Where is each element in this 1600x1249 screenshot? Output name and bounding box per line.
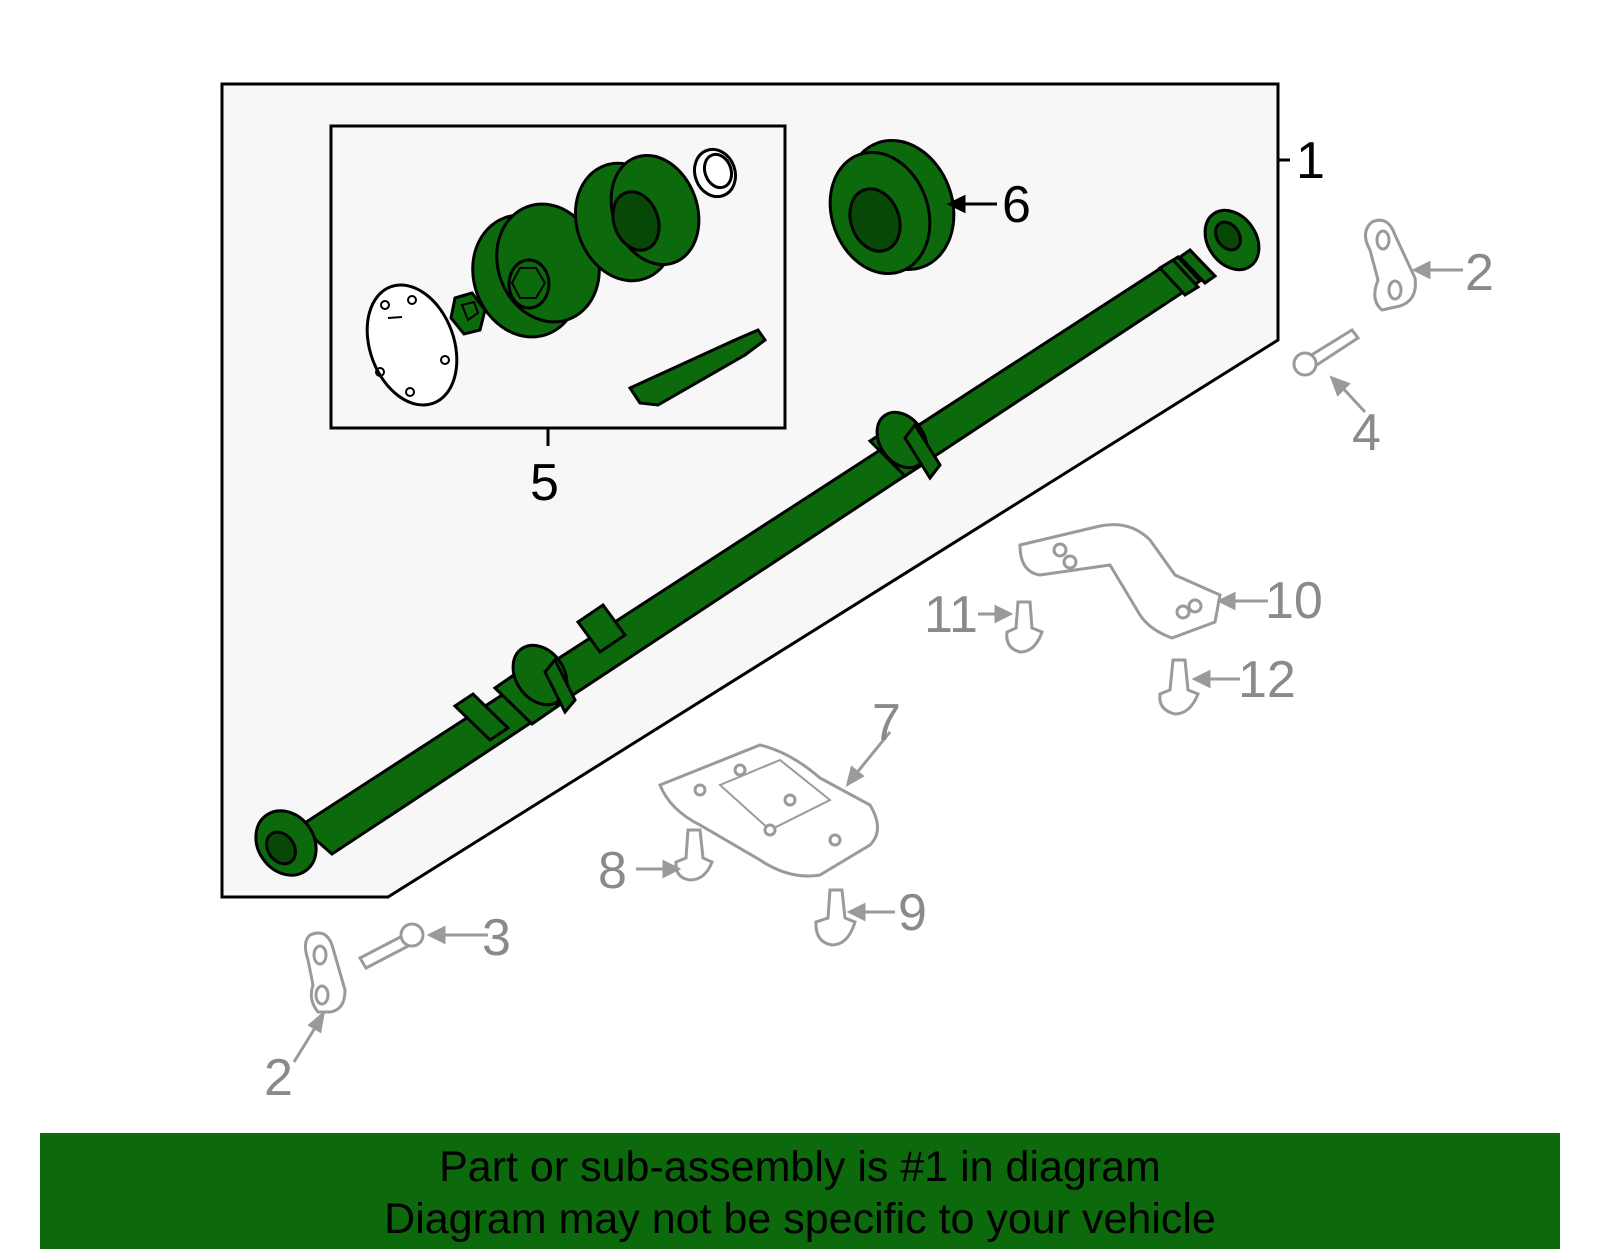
pin-8 (674, 828, 714, 882)
grease-tube (627, 328, 768, 407)
callout-5: 5 (530, 454, 559, 512)
callout-11: 11 (924, 586, 978, 644)
callout-4: 4 (1352, 404, 1381, 462)
callout-6: 6 (1002, 176, 1031, 234)
heat-shield-7 (658, 743, 879, 878)
gasket (365, 283, 459, 407)
drive-shaft-assembly[interactable] (244, 200, 1270, 887)
banner-line-1: Part or sub-assembly is #1 in diagram (439, 1143, 1161, 1191)
callout-12: 12 (1238, 651, 1296, 709)
pin-9 (814, 888, 857, 947)
callout-7: 7 (872, 694, 901, 752)
center-bearing-insulator[interactable] (814, 125, 972, 287)
pin-12 (1158, 658, 1200, 716)
subassembly-components[interactable] (351, 143, 768, 418)
info-banner: Part or sub-assembly is #1 in diagram Di… (40, 1133, 1560, 1249)
callout-8: 8 (598, 842, 627, 900)
callout-2-top: 2 (1465, 244, 1494, 302)
bracket-10 (1018, 523, 1222, 640)
callout-3: 3 (482, 909, 511, 967)
pin-11 (1005, 600, 1044, 654)
banner-line-2: Diagram may not be specific to your vehi… (384, 1195, 1216, 1243)
callout-1: 1 (1296, 132, 1325, 190)
callout-2-bottom: 2 (264, 1049, 293, 1107)
other-parts (303, 218, 1417, 1014)
dark-leaders (946, 194, 997, 214)
callout-9: 9 (898, 884, 927, 942)
gray-leaders (292, 260, 1463, 1063)
callout-10: 10 (1265, 572, 1323, 630)
